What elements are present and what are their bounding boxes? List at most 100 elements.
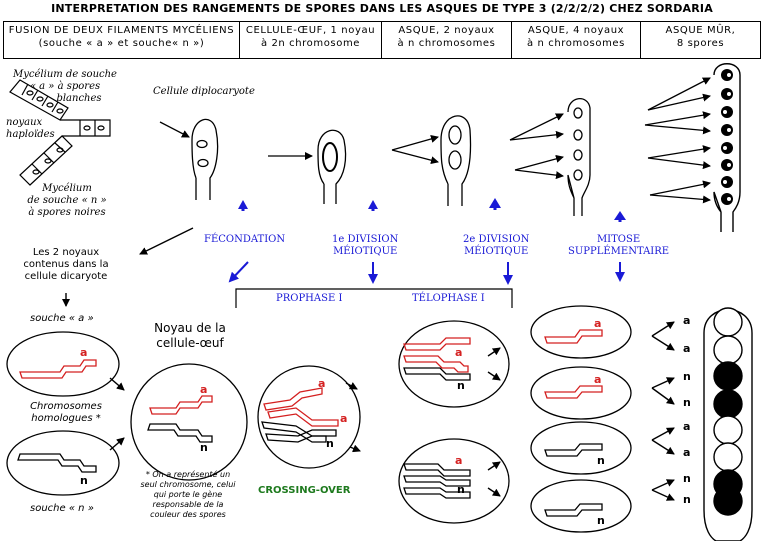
footnote-1: * On a représenté un <box>145 470 231 479</box>
label-noyaux-contenus-2: contenus dans la <box>23 259 109 270</box>
arrow-to-diplocaryote <box>159 121 190 138</box>
allele-n-prophase: n <box>326 437 334 450</box>
chromosomes <box>17 329 603 517</box>
label-souche-n: souche « n » <box>30 503 94 514</box>
header-oeuf-line2: à 2n chromosome <box>260 38 361 49</box>
arrow-div2-c <box>514 154 564 171</box>
noyau-title-2: cellule-œuf <box>156 336 224 350</box>
final-label-4: n <box>683 396 691 409</box>
bottom-cells <box>6 305 632 533</box>
label-homologues: Chromosomes homologues * <box>18 401 114 425</box>
header-mur-line1: ASQUE MÛR, <box>665 25 736 36</box>
final-label-2: a <box>683 342 691 355</box>
label-souche-a: souche « a » <box>30 313 94 324</box>
arrow-div1-a <box>391 135 439 151</box>
label-noyaux-contenus-3: cellule dicaryote <box>24 271 108 282</box>
label-noyaux-contenus-1: Les 2 noyaux <box>32 247 100 258</box>
arrows-to-mature <box>644 77 711 204</box>
allele-n-oeuf: n <box>200 441 208 454</box>
crossing-over-label: CROSSING-OVER <box>258 485 351 496</box>
label-mycelium-n: Mycélium de souche « n » à spores noires <box>12 183 122 219</box>
stage-division1-2: MÉIOTIQUE <box>333 246 398 257</box>
stage-mitose: MITOSE SUPPLÉMENTAIRE <box>568 234 669 258</box>
arrow-div2-b <box>509 130 564 141</box>
allele-n-left: n <box>80 474 88 487</box>
label-noyaux-2: haploïdes <box>6 129 55 140</box>
noyau-title-1: Noyau de la <box>154 321 226 335</box>
label-mycelium-n-3: à spores noires <box>28 207 106 218</box>
allele-a-mitose-1: a <box>594 317 602 330</box>
final-label-6: a <box>683 446 691 459</box>
ascus-stage-2 <box>317 129 347 204</box>
header-fusion-line1: FUSION DE DEUX FILAMENTS MYCÉLIENS <box>8 25 235 36</box>
ascus-stage-3 <box>440 115 472 206</box>
stage-division1-1: 1e DIVISION <box>332 234 399 245</box>
arrow-div1-b <box>391 149 439 165</box>
stage-division1: 1e DIVISION MÉIOTIQUE <box>332 234 398 258</box>
header-fusion-line2: (souche « a » et souche« n ») <box>38 38 205 49</box>
noyau-title: Noyau de la cellule-œuf <box>140 321 240 351</box>
allele-n-telophase-2: n <box>457 483 465 496</box>
label-diplocaryote: Cellule diplocaryote <box>153 86 255 97</box>
stage-division2-2: MÉIOTIQUE <box>464 246 529 257</box>
allele-a-telophase: a <box>455 346 463 359</box>
label-mycelium-a-3: blanches <box>56 93 102 104</box>
ascus-mature <box>713 63 741 232</box>
arrow-div2-d <box>514 169 564 180</box>
header-asque2-line1: ASQUE, 2 noyaux <box>398 25 495 36</box>
footnote-5: couleur des spores <box>150 510 226 519</box>
stage-fecondation: FÉCONDATION <box>204 234 286 245</box>
footnote-3: qui porte le gène <box>153 490 223 499</box>
label-homologues-1: Chromosomes <box>30 401 102 412</box>
allele-n-mitose-1: n <box>597 454 605 467</box>
mycelium-drawing <box>9 79 111 186</box>
stage-telophase: TÉLOPHASE I <box>412 293 485 304</box>
final-label-5: a <box>683 420 691 433</box>
stage-division2: 2e DIVISION MÉIOTIQUE <box>463 234 529 258</box>
header-asque2-line2: à n chromosomes <box>397 38 496 49</box>
footnote-2: seul chromosome, celui <box>140 480 236 489</box>
final-label-1: a <box>683 314 691 327</box>
page-title: INTERPRETATION DES RANGEMENTS DE SPORES … <box>51 2 713 15</box>
stage-mitose-1: MITOSE <box>596 234 641 245</box>
arrow-div2-a <box>509 113 564 141</box>
label-mycelium-n-2: de souche « n » <box>27 195 107 206</box>
allele-a-left: a <box>80 346 88 359</box>
final-label-8: n <box>683 493 691 506</box>
stage-prophase: PROPHASE I <box>276 293 343 304</box>
label-noyaux-contenus: Les 2 noyaux contenus dans la cellule di… <box>6 247 126 283</box>
allele-n-telophase: n <box>457 379 465 392</box>
phase-bracket <box>235 288 513 308</box>
stage-mitose-2: SUPPLÉMENTAIRE <box>568 246 670 257</box>
stage-down-arrows <box>228 261 625 285</box>
arrow-to-noyaux <box>139 227 194 255</box>
header-cell-asque-mur: ASQUE MÛR, 8 spores <box>640 21 761 59</box>
allele-n-mitose-2: n <box>597 514 605 527</box>
allele-a-prophase-2: a <box>340 412 348 425</box>
label-noyaux: noyaux haploïdes <box>6 117 55 141</box>
final-label-3: n <box>683 370 691 383</box>
allele-a-oeuf: a <box>200 383 208 396</box>
allele-a-telophase-2: a <box>455 454 463 467</box>
header-asque4-line1: ASQUE, 4 noyaux <box>527 25 625 36</box>
label-homologues-2: homologues * <box>31 413 101 424</box>
header-mur-line2: 8 spores <box>676 38 725 49</box>
bottom-arrows <box>109 321 675 501</box>
label-mycelium-a-1: Mycélium de souche <box>13 69 117 80</box>
label-mycelium-a: Mycélium de souche « a » à spores blanch… <box>10 69 120 105</box>
label-noyaux-1: noyaux <box>6 117 43 128</box>
header-asque4-line2: à n chromosomes <box>527 38 625 49</box>
header-cell-asque2: ASQUE, 2 noyaux à n chromosomes <box>381 21 512 59</box>
final-spores <box>713 307 743 516</box>
final-label-7: n <box>683 472 691 485</box>
ascus-stage-1 <box>191 118 219 200</box>
mature-spores <box>721 69 733 205</box>
stage-up-arrows <box>238 198 626 222</box>
footnote: * On a représenté un seul chromosome, ce… <box>138 470 238 520</box>
allele-a-mitose-2: a <box>594 373 602 386</box>
header-oeuf-line1: CELLULE-ŒUF, 1 noyau <box>245 25 376 36</box>
footnote-4: responsable de la <box>152 500 224 509</box>
label-mycelium-a-2: « a » à spores <box>29 81 101 92</box>
ascus-stage-4 <box>567 98 591 216</box>
